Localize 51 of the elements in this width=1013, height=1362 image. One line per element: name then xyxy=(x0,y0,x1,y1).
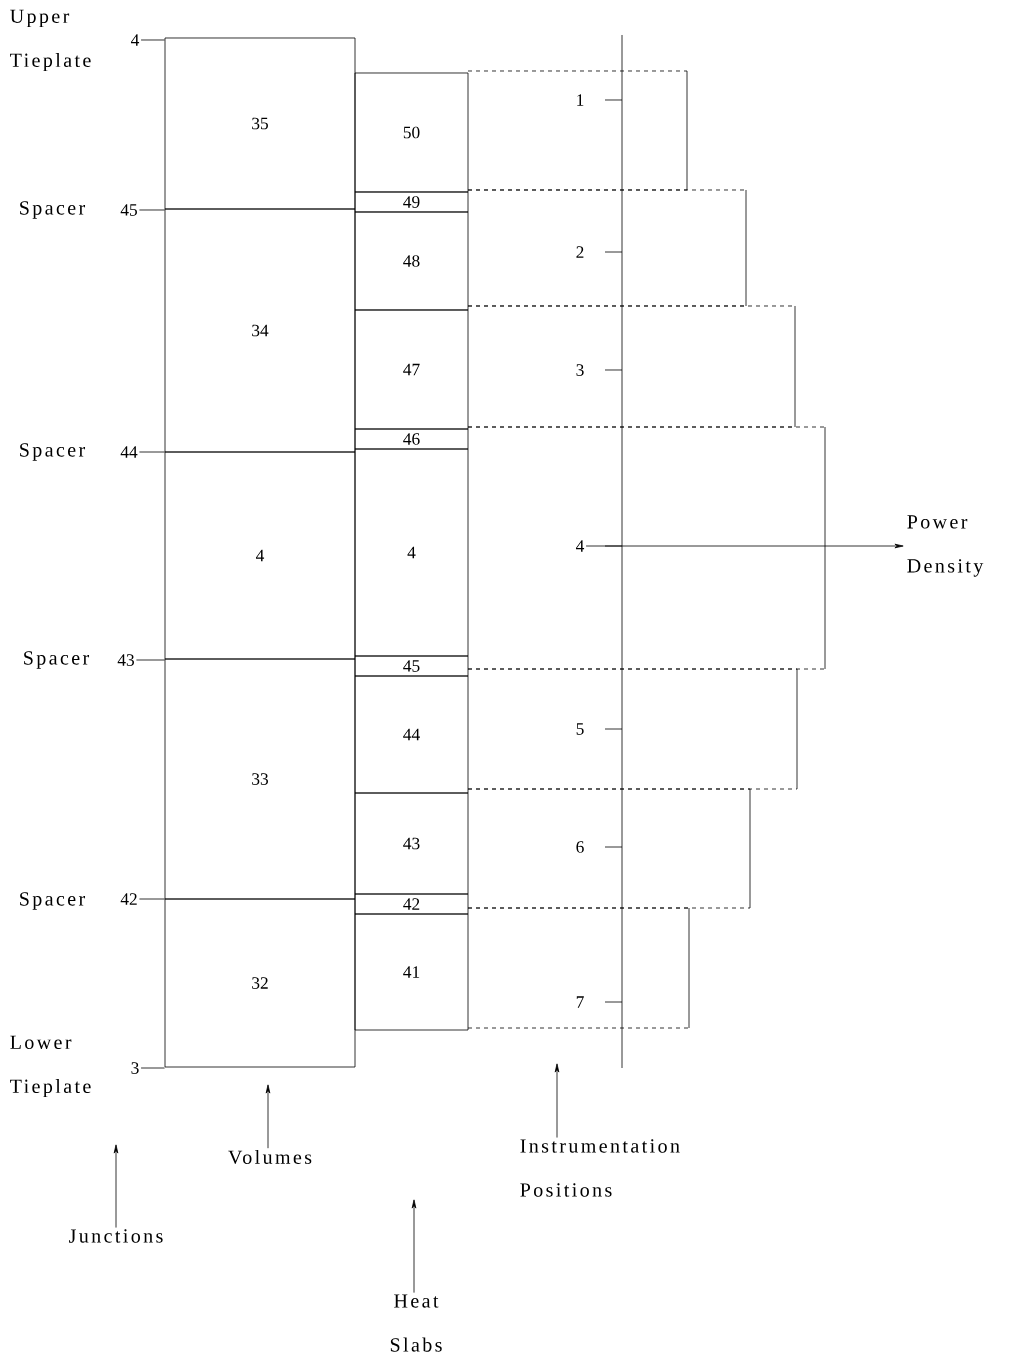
junction-number: 42 xyxy=(120,893,137,905)
arrow xyxy=(411,1199,417,1294)
volume-box: 4 xyxy=(164,451,356,660)
axis-label: Volumes xyxy=(228,1149,312,1165)
junction-number: 43 xyxy=(117,654,134,666)
power-bar: 3 xyxy=(467,305,796,428)
heat-slab-box: 43 xyxy=(354,792,469,895)
tick-line xyxy=(139,209,165,211)
tick-line xyxy=(139,898,165,900)
power-bar: 6 xyxy=(467,788,751,909)
power-bar: 2 xyxy=(467,189,747,307)
axis-label: Power Density xyxy=(907,515,984,577)
axis-label: Junctions xyxy=(69,1229,163,1243)
junction-number: 45 xyxy=(120,204,137,216)
volume-box: 32 xyxy=(164,898,356,1068)
axis-label: Heat Slabs xyxy=(390,1294,442,1352)
volume-box: 33 xyxy=(164,658,356,900)
junction-label: Spacer xyxy=(20,201,85,219)
junction-number: 44 xyxy=(120,446,138,458)
heat-slab-box: 44 xyxy=(354,675,469,794)
junction-label: Lower Tieplate xyxy=(10,1035,91,1098)
heat-slab-box: 49 xyxy=(354,191,469,213)
heat-slab-box: 41 xyxy=(354,913,469,1031)
junction-label: Upper Tieplate xyxy=(10,9,91,72)
heat-slab-box: 4 xyxy=(354,448,469,657)
arrow xyxy=(554,1063,560,1138)
junction-label: Spacer xyxy=(24,651,89,669)
junction-label: Spacer xyxy=(20,892,85,910)
heat-slab-box: 48 xyxy=(354,211,469,311)
heat-slab-box: 42 xyxy=(354,893,469,915)
power-bar: 4 xyxy=(467,426,826,670)
heat-slab-box: 50 xyxy=(354,72,469,193)
arrow xyxy=(585,543,904,549)
arrow xyxy=(113,1144,119,1228)
volume-box: 35 xyxy=(164,37,356,210)
heat-slab-box: 45 xyxy=(354,655,469,677)
tick-line xyxy=(140,39,165,41)
junction-number: 3 xyxy=(131,1062,139,1074)
axis-label: Instrumentation Positions xyxy=(520,1139,680,1197)
arrow xyxy=(265,1084,271,1149)
volume-box: 34 xyxy=(164,208,356,453)
heat-slab-box: 47 xyxy=(354,309,469,430)
junction-label: Spacer xyxy=(20,443,85,461)
power-bar: 7 xyxy=(467,907,690,1029)
power-bar: 5 xyxy=(467,668,798,790)
power-bar: 1 xyxy=(467,70,688,191)
tick-line xyxy=(136,659,165,661)
junction-number: 4 xyxy=(131,34,140,46)
tick-line xyxy=(140,1067,165,1069)
heat-slab-box: 46 xyxy=(354,428,469,450)
tick-line xyxy=(139,451,165,453)
